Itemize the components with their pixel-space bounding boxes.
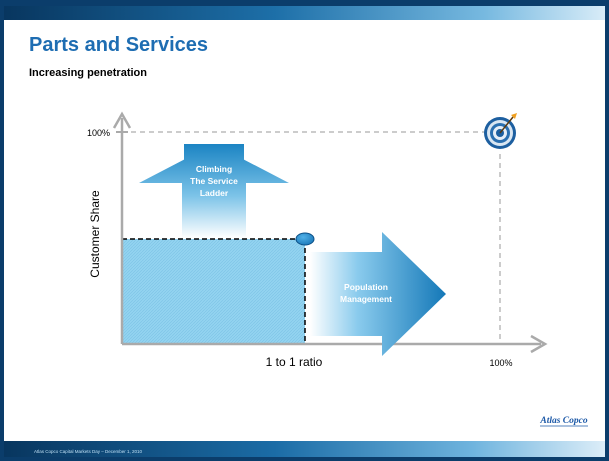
- position-marker: [295, 232, 315, 246]
- population-management-arrow: Population Management: [310, 232, 446, 356]
- footer-text: Atlas Copco Capital Markets Day – Decemb…: [34, 449, 143, 454]
- climbing-service-ladder-arrow: Climbing The Service Ladder: [139, 144, 289, 238]
- up-arrow-label-line-1: Climbing: [196, 164, 232, 174]
- up-arrow-label-line-2: The Service: [190, 176, 238, 186]
- atlas-copco-logo: Atlas Copco: [536, 410, 592, 430]
- slide-title: Parts and Services: [29, 34, 208, 56]
- right-arrow-label-line-1: Population: [344, 282, 388, 292]
- current-share-outline: [122, 238, 306, 344]
- current-share-area: [122, 239, 305, 344]
- penetration-diagram: Climbing The Service Ladder Population M…: [87, 111, 548, 369]
- footer-bar: Atlas Copco Capital Markets Day – Decemb…: [4, 441, 605, 457]
- target-bullseye-icon: [484, 113, 517, 149]
- slide: Parts and Services Increasing penetratio…: [4, 6, 605, 457]
- x-mid-label: 1 to 1 ratio: [266, 355, 323, 369]
- axes: [112, 111, 548, 354]
- slide-subtitle: Increasing penetration: [29, 67, 147, 79]
- x-end-label: 100%: [489, 358, 512, 368]
- y-tick-100-label: 100%: [87, 128, 110, 138]
- right-arrow-label-line-2: Management: [340, 294, 392, 304]
- header-bar: [4, 6, 605, 20]
- up-arrow-label-line-3: Ladder: [200, 188, 229, 198]
- logo-text: Atlas Copco: [539, 416, 587, 426]
- y-axis-label: Customer Share: [88, 190, 102, 278]
